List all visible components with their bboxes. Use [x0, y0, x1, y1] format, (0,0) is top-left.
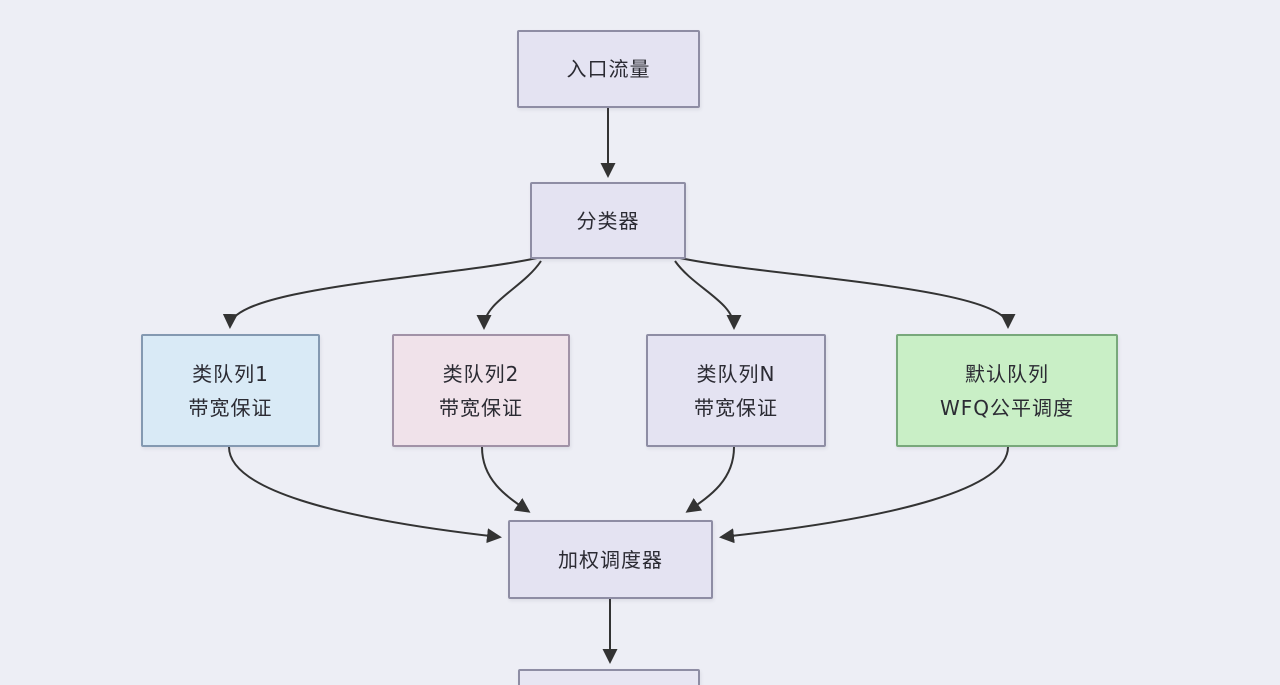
node-class-queue-1-line1: 类队列1 — [192, 361, 269, 386]
node-default-queue-line2: WFQ公平调度 — [939, 395, 1075, 420]
edge-queueN-to-scheduler — [685, 446, 735, 513]
node-inbound-traffic: 入口流量 — [517, 30, 700, 108]
node-class-queue-n-line1: 类队列N — [696, 361, 776, 386]
node-class-queue-n: 类队列N 带宽保证 — [646, 334, 826, 447]
node-class-queue-n-line2: 带宽保证 — [694, 395, 778, 420]
edge-classifier-to-queue1 — [222, 257, 538, 329]
edge-classifier-to-queue2 — [476, 260, 542, 330]
edge-default-queue-to-scheduler — [719, 446, 1009, 544]
node-classifier: 分类器 — [530, 182, 686, 259]
edge-queue1-to-scheduler — [228, 446, 502, 544]
edge-classifier-to-default-queue — [679, 257, 1016, 329]
node-weighted-scheduler-label: 加权调度器 — [558, 547, 663, 572]
node-default-queue: 默认队列 WFQ公平调度 — [896, 334, 1118, 447]
node-default-queue-line1: 默认队列 — [965, 361, 1049, 386]
node-inbound-traffic-label: 入口流量 — [566, 57, 651, 81]
node-output-partial — [518, 669, 700, 685]
node-class-queue-2-line1: 类队列2 — [442, 361, 520, 386]
node-class-queue-2-line2: 带宽保证 — [439, 395, 523, 420]
node-class-queue-2: 类队列2 带宽保证 — [392, 334, 570, 447]
node-weighted-scheduler: 加权调度器 — [508, 520, 713, 599]
edge-queue2-to-scheduler — [481, 446, 531, 513]
edge-classifier-to-queueN — [674, 260, 742, 330]
node-class-queue-1-line2: 带宽保证 — [188, 395, 273, 420]
node-classifier-label: 分类器 — [576, 208, 640, 233]
node-class-queue-1: 类队列1 带宽保证 — [141, 334, 320, 447]
